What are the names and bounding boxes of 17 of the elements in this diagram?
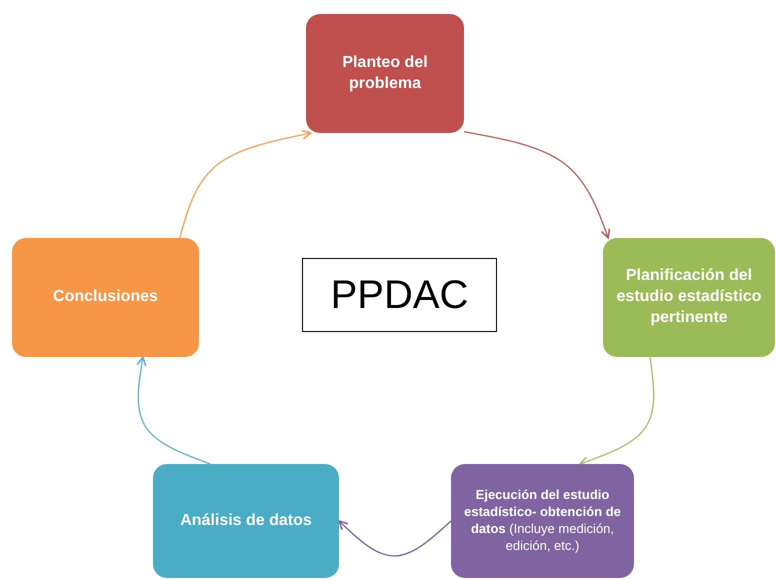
title-box [302, 258, 497, 332]
process-box [603, 238, 775, 357]
process-box [153, 464, 339, 578]
node-label: Conclusiones [53, 287, 158, 308]
process-box [12, 238, 199, 357]
process-box [451, 464, 634, 578]
node-label: Análisis de datos [180, 510, 312, 531]
arrow [338, 520, 452, 557]
arrow [136, 356, 210, 465]
arrow [579, 356, 654, 466]
arrow [179, 130, 312, 238]
node-label: Planteo del problema [341, 52, 429, 94]
node-label: PPDAC [330, 272, 468, 319]
node-label: Planificación del estudio estadístico pertinente [616, 266, 762, 328]
process-box [306, 14, 464, 133]
node-label: Ejecución del estudio estadístico- obtención de datos (Incluye medición, edición, etc.) [463, 487, 622, 555]
arrow [464, 131, 610, 239]
